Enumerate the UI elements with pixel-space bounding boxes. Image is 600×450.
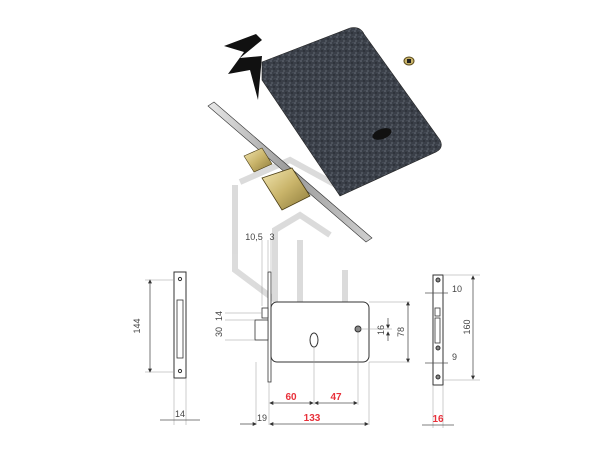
cylinder-hole xyxy=(372,128,392,140)
side-view: 10,5 3 14 30 60 47 19 133 16 78 xyxy=(214,232,410,426)
dim-backset-60: 60 xyxy=(285,392,297,403)
dim-strike-16: 16 xyxy=(432,414,444,425)
dim-latch-14: 14 xyxy=(214,311,224,321)
lock-photo xyxy=(207,27,442,243)
dim-body-78: 78 xyxy=(396,327,406,337)
dim-top-10-5: 10,5 xyxy=(245,232,263,242)
dim-top-3: 3 xyxy=(269,232,274,242)
lightning-icon xyxy=(224,34,262,100)
dim-front-height: 144 xyxy=(132,318,142,333)
dim-strike-160: 160 xyxy=(462,319,472,334)
front-view: 144 14 xyxy=(132,271,200,425)
strike-view: 160 10 9 16 xyxy=(422,274,480,428)
dim-19: 19 xyxy=(257,413,267,423)
dim-front-width: 14 xyxy=(175,409,185,419)
dim-center-47: 47 xyxy=(330,392,342,403)
dim-spindle-16: 16 xyxy=(376,325,386,335)
dim-strike-10: 10 xyxy=(452,284,462,294)
dim-latch-30: 30 xyxy=(214,327,224,337)
dim-total-133: 133 xyxy=(304,413,321,424)
dim-strike-9: 9 xyxy=(452,352,457,362)
